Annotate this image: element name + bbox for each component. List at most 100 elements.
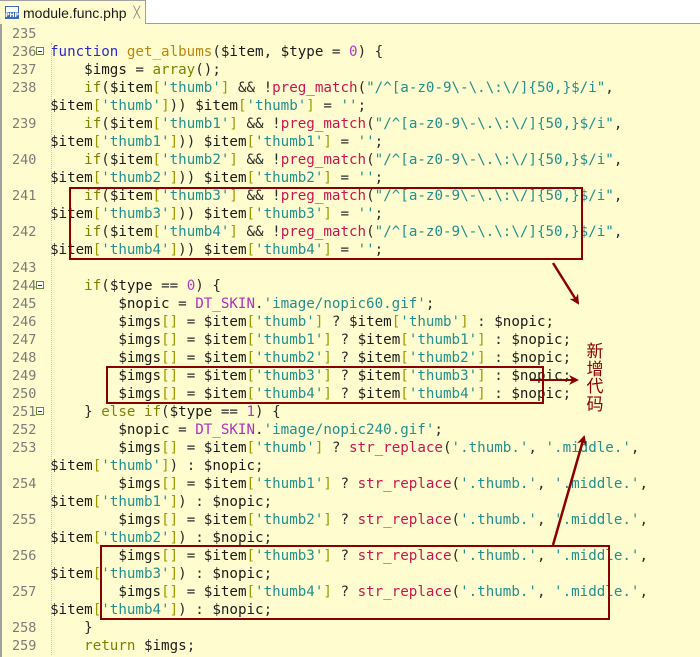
code-line-239[interactable]: 239 if($item['thumb1'] && !preg_match("/… bbox=[0, 115, 700, 133]
code-line-wrap[interactable]: $item['thumb3']) : $nopic; bbox=[0, 565, 700, 583]
code-text: $nopic = DT_SKIN.'image/nopic240.gif'; bbox=[118, 422, 443, 438]
code-line-wrap[interactable]: $item['thumb4'])) $item['thumb4'] = ''; bbox=[0, 241, 700, 259]
code-text: if($item['thumb1'] && !preg_match("/^[a-… bbox=[84, 116, 623, 132]
code-text: $imgs = array(); bbox=[84, 62, 221, 78]
code-line-wrap[interactable]: $item['thumb4']) : $nopic; bbox=[0, 601, 700, 619]
code-line-242[interactable]: 242 if($item['thumb4'] && !preg_match("/… bbox=[0, 223, 700, 241]
code-line-244[interactable]: 244 if($type == 0) { bbox=[0, 277, 700, 295]
line-number: 248 bbox=[12, 350, 37, 366]
line-number: 241 bbox=[12, 188, 37, 204]
code-text: $item['thumb'])) $item['thumb'] = ''; bbox=[50, 98, 367, 114]
code-line-257[interactable]: 257 $imgs[] = $item['thumb4'] ? str_repl… bbox=[0, 583, 700, 601]
code-line-259[interactable]: 259 return $imgs; bbox=[0, 637, 700, 655]
code-text: $item['thumb']) : $nopic; bbox=[50, 458, 264, 474]
code-line-240[interactable]: 240 if($item['thumb2'] && !preg_match("/… bbox=[0, 151, 700, 169]
line-number: 251 bbox=[12, 404, 37, 420]
code-text: $item['thumb1']) : $nopic; bbox=[50, 494, 273, 510]
line-number: 255 bbox=[12, 512, 37, 528]
line-number: 245 bbox=[12, 296, 37, 312]
code-line-250[interactable]: 250 $imgs[] = $item['thumb4'] ? $item['t… bbox=[0, 385, 700, 403]
tab-title: module.func.php bbox=[23, 4, 127, 21]
code-line-254[interactable]: 254 $imgs[] = $item['thumb1'] ? str_repl… bbox=[0, 475, 700, 493]
fold-collapse-icon[interactable] bbox=[36, 407, 44, 415]
php-file-icon: PHP bbox=[5, 6, 19, 19]
code-line-237[interactable]: 237 $imgs = array(); bbox=[0, 61, 700, 79]
code-line-258[interactable]: 258 } bbox=[0, 619, 700, 637]
line-number: 237 bbox=[12, 62, 37, 78]
tab-bar: PHP module.func.php ╳ bbox=[0, 0, 700, 24]
line-number: 254 bbox=[12, 476, 37, 492]
code-text: $imgs[] = $item['thumb3'] ? str_replace(… bbox=[118, 548, 649, 564]
line-number: 257 bbox=[12, 584, 37, 600]
line-number: 252 bbox=[12, 422, 37, 438]
code-text: $nopic = DT_SKIN.'image/nopic60.gif'; bbox=[118, 296, 435, 312]
code-text: $item['thumb1'])) $item['thumb1'] = ''; bbox=[50, 134, 384, 150]
code-line-247[interactable]: 247 $imgs[] = $item['thumb1'] ? $item['t… bbox=[0, 331, 700, 349]
code-line-wrap[interactable]: $item['thumb'])) $item['thumb'] = ''; bbox=[0, 97, 700, 115]
code-text: $item['thumb4'])) $item['thumb4'] = ''; bbox=[50, 242, 384, 258]
code-text: $item['thumb3'])) $item['thumb3'] = ''; bbox=[50, 206, 384, 222]
code-line-253[interactable]: 253 $imgs[] = $item['thumb'] ? str_repla… bbox=[0, 439, 700, 457]
code-line-wrap[interactable]: $item['thumb2']) : $nopic; bbox=[0, 529, 700, 547]
code-text: $item['thumb3']) : $nopic; bbox=[50, 566, 273, 582]
code-text: } bbox=[50, 620, 93, 636]
line-number: 253 bbox=[12, 440, 37, 456]
tab-module-func-php[interactable]: PHP module.func.php ╳ bbox=[0, 0, 146, 24]
code-text: $imgs[] = $item['thumb4'] ? str_replace(… bbox=[118, 584, 649, 600]
code-text: if($item['thumb2'] && !preg_match("/^[a-… bbox=[84, 152, 623, 168]
fold-collapse-icon[interactable] bbox=[36, 47, 44, 55]
code-line-235[interactable]: 235 bbox=[0, 25, 700, 43]
code-text: if($type == 0) { bbox=[84, 278, 221, 294]
code-line-256[interactable]: 256 $imgs[] = $item['thumb3'] ? str_repl… bbox=[0, 547, 700, 565]
code-line-251[interactable]: 251 } else if($type == 1) { bbox=[0, 403, 700, 421]
line-number: 249 bbox=[12, 368, 37, 384]
line-number: 242 bbox=[12, 224, 37, 240]
line-number: 247 bbox=[12, 332, 37, 348]
fold-collapse-icon[interactable] bbox=[36, 281, 44, 289]
code-line-wrap[interactable]: $item['thumb1'])) $item['thumb1'] = ''; bbox=[0, 133, 700, 151]
code-text: $item['thumb4']) : $nopic; bbox=[50, 602, 273, 618]
code-line-248[interactable]: 248 $imgs[] = $item['thumb2'] ? $item['t… bbox=[0, 349, 700, 367]
line-number: 259 bbox=[12, 638, 37, 654]
code-line-246[interactable]: 246 $imgs[] = $item['thumb'] ? $item['th… bbox=[0, 313, 700, 331]
line-number: 235 bbox=[12, 26, 37, 42]
code-text: $imgs[] = $item['thumb1'] ? str_replace(… bbox=[118, 476, 649, 492]
box-lines-249-250 bbox=[106, 366, 544, 404]
code-text: } else if($type == 1) { bbox=[50, 404, 281, 420]
code-text: if($item['thumb'] && !preg_match("/^[a-z… bbox=[84, 80, 614, 96]
code-line-243[interactable]: 243 bbox=[0, 259, 700, 277]
line-number: 258 bbox=[12, 620, 37, 636]
code-text: if($item['thumb4'] && !preg_match("/^[a-… bbox=[84, 224, 623, 240]
box-lines-241-242 bbox=[69, 187, 583, 260]
code-line-255[interactable]: 255 $imgs[] = $item['thumb2'] ? str_repl… bbox=[0, 511, 700, 529]
code-text: $imgs[] = $item['thumb2'] ? $item['thumb… bbox=[118, 350, 572, 366]
line-number: 240 bbox=[12, 152, 37, 168]
code-line-241[interactable]: 241 if($item['thumb3'] && !preg_match("/… bbox=[0, 187, 700, 205]
code-line-wrap[interactable]: $item['thumb1']) : $nopic; bbox=[0, 493, 700, 511]
code-text: if($item['thumb3'] && !preg_match("/^[a-… bbox=[84, 188, 623, 204]
close-icon[interactable]: ╳ bbox=[133, 6, 141, 19]
code-line-238[interactable]: 238 if($item['thumb'] && !preg_match("/^… bbox=[0, 79, 700, 97]
code-text: $imgs[] = $item['thumb4'] ? $item['thumb… bbox=[118, 386, 572, 402]
code-line-245[interactable]: 245 $nopic = DT_SKIN.'image/nopic60.gif'… bbox=[0, 295, 700, 313]
indent-guide bbox=[51, 43, 52, 655]
code-text: $item['thumb2']) : $nopic; bbox=[50, 530, 273, 546]
code-line-wrap[interactable]: $item['thumb']) : $nopic; bbox=[0, 457, 700, 475]
line-number: 246 bbox=[12, 314, 37, 330]
line-number: 238 bbox=[12, 80, 37, 96]
annotation-new-code-label: 新增代码 bbox=[586, 342, 604, 415]
code-text: $item['thumb2'])) $item['thumb2'] = ''; bbox=[50, 170, 384, 186]
code-text: $imgs[] = $item['thumb2'] ? str_replace(… bbox=[118, 512, 649, 528]
line-number: 250 bbox=[12, 386, 37, 402]
code-line-252[interactable]: 252 $nopic = DT_SKIN.'image/nopic240.gif… bbox=[0, 421, 700, 439]
code-text: $imgs[] = $item['thumb1'] ? $item['thumb… bbox=[118, 332, 572, 348]
code-text: $imgs[] = $item['thumb'] ? str_replace('… bbox=[118, 440, 640, 456]
line-number: 243 bbox=[12, 260, 37, 276]
code-line-wrap[interactable]: $item['thumb2'])) $item['thumb2'] = ''; bbox=[0, 169, 700, 187]
line-number: 256 bbox=[12, 548, 37, 564]
code-line-wrap[interactable]: $item['thumb3'])) $item['thumb3'] = ''; bbox=[0, 205, 700, 223]
code-text: return $imgs; bbox=[84, 638, 196, 654]
